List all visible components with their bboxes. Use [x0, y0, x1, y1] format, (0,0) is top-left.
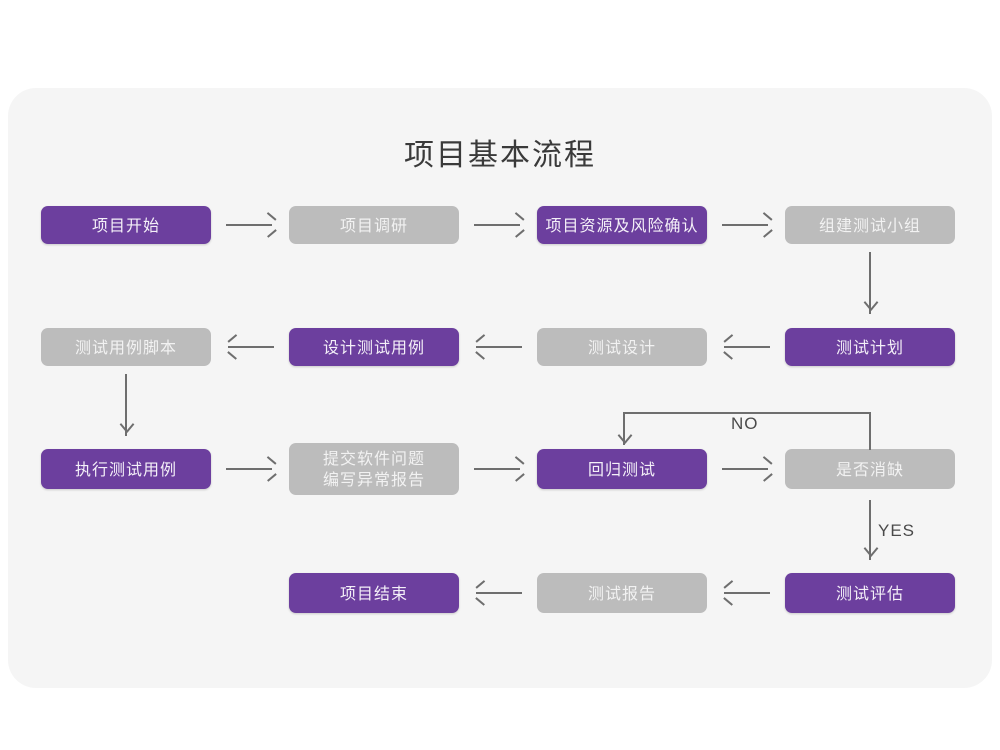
edge-label-yes: YES	[878, 521, 916, 540]
flow-node-test-evaluation[interactable]: 测试评估	[785, 573, 955, 613]
connector-start-to-research	[226, 224, 272, 226]
flow-node-project-start[interactable]: 项目开始	[41, 206, 211, 244]
connector-plan-to-design	[724, 346, 770, 348]
connector-regression-to-defect-check	[722, 468, 768, 470]
flow-node-resource-risk-confirm[interactable]: 项目资源及风险确认	[537, 206, 707, 244]
connector-no-loop-top	[623, 412, 870, 414]
flow-node-test-design[interactable]: 测试设计	[537, 328, 707, 366]
connector-team-to-plan	[869, 252, 871, 314]
flow-node-project-end[interactable]: 项目结束	[289, 573, 459, 613]
flow-node-regression-test[interactable]: 回归测试	[537, 449, 707, 489]
connector-test-report-to-project-end	[476, 592, 522, 594]
connector-report-bug-to-regression	[474, 468, 520, 470]
connector-script-to-execute	[125, 374, 127, 436]
connector-no-loop-left-drop	[623, 412, 625, 445]
page-title: 项目基本流程	[404, 138, 596, 173]
edge-label-no: NO	[731, 414, 759, 433]
connector-design-cases-to-script	[228, 346, 274, 348]
flow-node-test-case-script[interactable]: 测试用例脚本	[41, 328, 211, 366]
flow-node-test-plan[interactable]: 测试计划	[785, 328, 955, 366]
connector-evaluation-to-test-report	[724, 592, 770, 594]
flow-node-design-test-cases[interactable]: 设计测试用例	[289, 328, 459, 366]
connector-resource-to-team	[722, 224, 768, 226]
connector-yes-defect-to-evaluation	[869, 500, 871, 560]
flow-node-submit-issue-write-report[interactable]: 提交软件问题 编写异常报告	[289, 443, 459, 495]
flow-node-project-research[interactable]: 项目调研	[289, 206, 459, 244]
flow-node-test-report[interactable]: 测试报告	[537, 573, 707, 613]
connector-no-loop-right-riser	[869, 412, 871, 450]
connector-test-design-to-cases	[476, 346, 522, 348]
connector-execute-to-report-bug	[226, 468, 272, 470]
flow-node-defect-cleared-decision[interactable]: 是否消缺	[785, 449, 955, 489]
flow-node-build-test-team[interactable]: 组建测试小组	[785, 206, 955, 244]
connector-research-to-resource	[474, 224, 520, 226]
flow-node-execute-test-cases[interactable]: 执行测试用例	[41, 449, 211, 489]
